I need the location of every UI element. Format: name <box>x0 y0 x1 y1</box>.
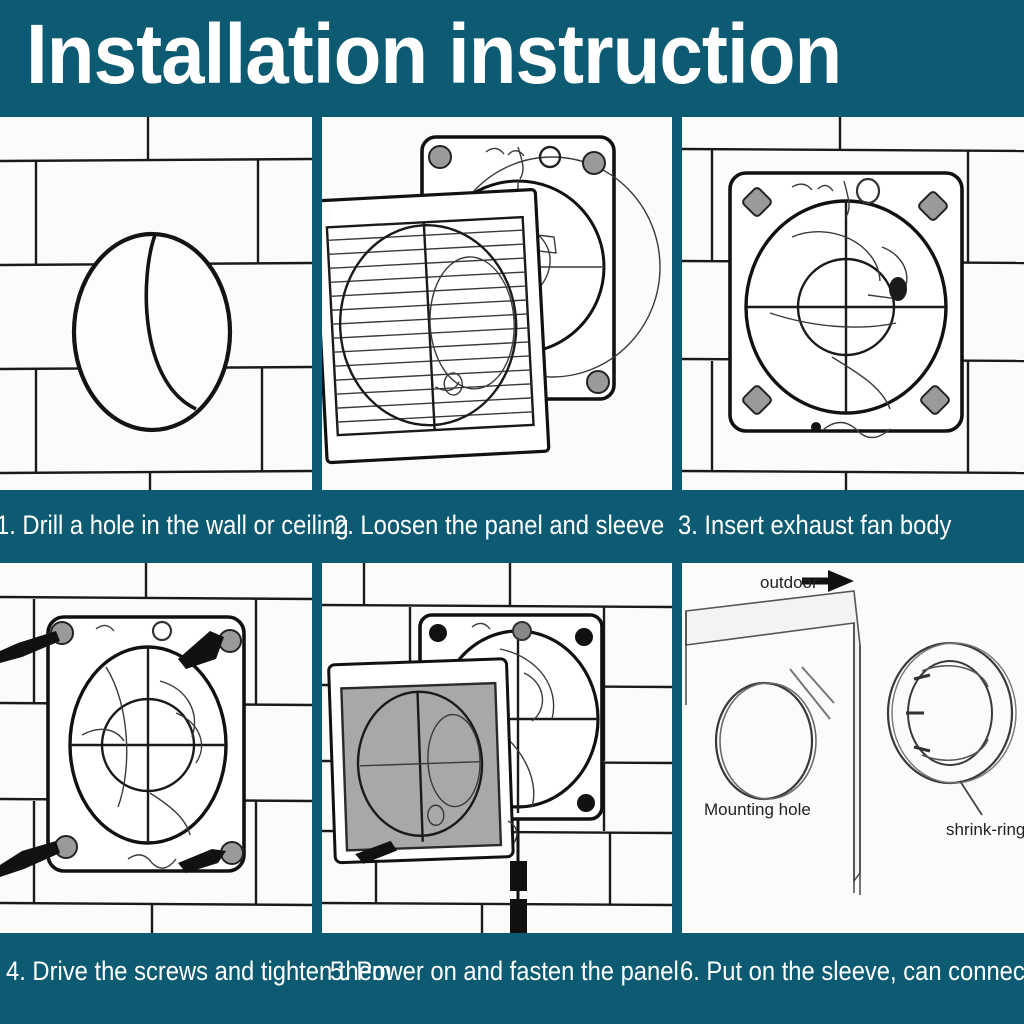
step-3-illustration <box>682 117 1024 490</box>
step-1-caption: 1. Drill a hole in the wall or ceiling <box>0 510 349 540</box>
fan-body-with-screwdrivers <box>0 615 246 877</box>
mounting-hole-label: Mounting hole <box>704 800 811 819</box>
header-band: Installation instruction <box>0 0 1024 115</box>
front-panel <box>327 657 515 865</box>
step-1-illustration <box>0 117 312 490</box>
outdoor-label: outdoor <box>760 573 818 592</box>
step-2-illustration <box>322 117 672 490</box>
page-title: Installation instruction <box>26 7 842 101</box>
shrink-ring-label: shrink-ring <box>946 820 1024 839</box>
screwdriver <box>0 631 226 877</box>
step-5-caption: 5. Power on and fasten the panel <box>330 956 679 986</box>
wall-slab <box>685 590 861 895</box>
step-3-caption: 3. Insert exhaust fan body <box>678 510 952 540</box>
power-cord <box>507 819 527 933</box>
step-6-illustration: outdoor Mounting hole shrink-ring <box>682 563 1024 933</box>
step-4-caption: 4. Drive the screws and tighten them <box>6 956 392 986</box>
fan-body-inserted <box>728 171 964 439</box>
louver-panel <box>322 188 551 465</box>
shrink-ring-shape <box>886 641 1017 785</box>
step-6-caption: 6. Put on the sleeve, can connect the pi… <box>680 956 1024 986</box>
mounting-hole-shape <box>714 681 817 801</box>
step-2-caption: 2. Loosen the panel and sleeve <box>334 510 665 540</box>
step-4-illustration <box>0 563 312 933</box>
outdoor-arrow <box>802 570 854 592</box>
drilled-hole <box>71 231 233 433</box>
step-5-illustration <box>322 563 672 933</box>
